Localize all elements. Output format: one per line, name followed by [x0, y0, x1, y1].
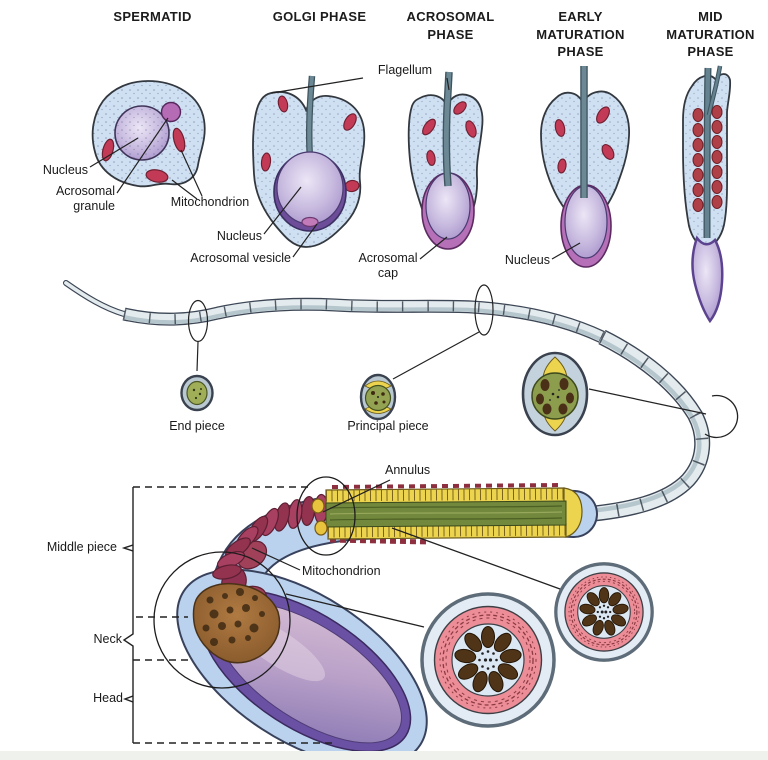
mitochondrion	[601, 144, 615, 160]
mitochondrion	[422, 118, 436, 136]
stage-title-golgi: GOLGI PHASE	[272, 9, 367, 24]
end-piece-cross-section	[180, 374, 214, 412]
mitochondrion	[277, 95, 289, 113]
label-middle-piece: Middle piece	[46, 540, 117, 554]
region-brackets	[121, 486, 335, 744]
principal-piece-cutaway	[311, 483, 583, 545]
mitochondria-column	[692, 105, 723, 212]
end-piece-marker	[187, 299, 209, 343]
middle-piece-cross-section-large	[420, 592, 556, 728]
label-end-piece: End piece	[169, 419, 225, 433]
mitochondrion	[554, 119, 566, 137]
acrosomal-phase-cell	[407, 71, 484, 250]
stage-title-acrosomal: ACROSOMAL PHASE	[406, 9, 495, 42]
label-head: Head	[93, 691, 123, 705]
label-nucleus-early: Nucleus	[504, 253, 550, 267]
label-nucleus-golgi: Nucleus	[216, 229, 262, 243]
label-annulus: Annulus	[385, 463, 431, 477]
mitochondrion	[145, 169, 169, 183]
mitochondrion	[343, 113, 357, 131]
axoneme	[325, 500, 567, 528]
mitochondrion	[101, 138, 115, 162]
mid-maturation-cell	[682, 65, 732, 324]
label-acrosomal-vesicle: Acrosomal vesicle	[190, 251, 291, 265]
annulus-detail-circle	[296, 476, 356, 556]
mitochondrion	[596, 106, 610, 124]
mitochondrion	[453, 101, 467, 115]
label-neck: Neck	[93, 632, 122, 646]
nucleus	[691, 235, 724, 324]
sperm-tail	[63, 280, 711, 523]
neck-connecting-piece	[192, 582, 281, 664]
mitochondrion	[260, 152, 272, 172]
stage-title-spermatid: SPERMATID	[113, 9, 192, 24]
label-mitochondrion-spermatid: Mitochondrion	[170, 195, 250, 209]
label-acrosomal-granule: Acrosomal granule	[55, 184, 115, 213]
neck-detail-circle	[153, 551, 291, 689]
nucleus	[276, 151, 344, 225]
stage-title-early-maturation: EARLY MATURATION PHASE	[536, 9, 625, 60]
label-mitochondrion-sperm: Mitochondrion	[302, 564, 381, 578]
mitochondrion	[557, 158, 567, 174]
annulus-ring	[311, 498, 325, 514]
bottom-page-strip	[0, 751, 768, 760]
label-principal-piece: Principal piece	[347, 419, 429, 433]
acrosomal-granule	[160, 101, 182, 123]
early-maturation-cell	[540, 66, 630, 268]
spermatid-cell	[91, 80, 206, 188]
distal-principal-piece-cross-section	[521, 351, 589, 437]
stage-title-mid-maturation: MID MATURATION PHASE	[666, 9, 755, 60]
principal-piece-marker	[474, 284, 494, 336]
label-flagellum: Flagellum	[377, 63, 433, 77]
pointer-lines	[89, 77, 581, 571]
principal-piece-cross-section	[359, 373, 397, 421]
distal-marker	[704, 394, 739, 439]
label-nucleus-spermatid: Nucleus	[42, 163, 88, 177]
mitochondrion	[465, 120, 477, 138]
label-acrosomal-cap: Acrosomal cap	[358, 251, 418, 280]
golgi-phase-cell	[252, 75, 366, 248]
mitochondrion	[426, 150, 436, 166]
mature-sperm	[176, 483, 598, 760]
middle-piece-cross-section-small	[554, 562, 654, 662]
